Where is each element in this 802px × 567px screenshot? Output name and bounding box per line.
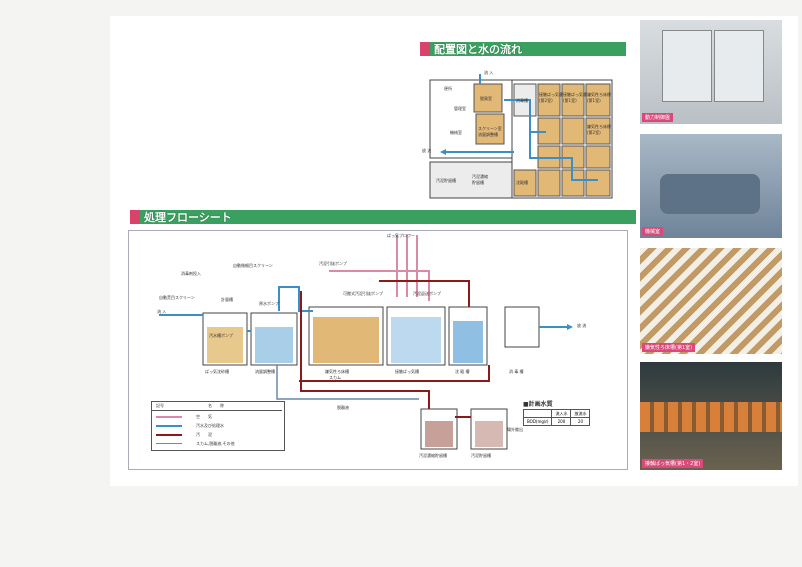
sludge-storage-tank-label: 汚泥貯留槽 — [471, 453, 491, 458]
flow-legend: 記号 名 称 空 気 汚水及び処理水 汚 泥 スカム,脱離液,その他 — [151, 401, 285, 451]
control-panel-icon — [714, 30, 764, 102]
table-cell: 200 — [551, 417, 572, 426]
table-cell: BOD(mg/ℓ) — [522, 417, 553, 426]
flow-discharge-label: 放 流 — [577, 323, 587, 328]
screen-basin-label: スクリーン室 流量調整槽 — [478, 126, 502, 137]
photo-control-panel: 動力制御盤 — [640, 20, 782, 124]
photo-caption: 接触ばっ気槽(第1・2室) — [642, 459, 704, 468]
equalization-pump-label: 原水ポンプ — [259, 301, 279, 306]
drain-pump-label: 汚水槽ポンプ — [209, 333, 233, 338]
sludge-storage-label: 汚泥貯留槽 — [436, 178, 456, 183]
flow-diagram-svg — [159, 235, 573, 450]
sludge-thickening-tank-label: 汚泥濃縮貯留槽 — [419, 453, 447, 458]
legend-water-label: 汚水及び処理水 — [196, 423, 224, 428]
disinfection-tank-flow-label: 消 毒 槽 — [509, 369, 524, 374]
removed-liquid-label: 脱離液 — [337, 405, 349, 410]
legend-sludge-label: 汚 泥 — [196, 432, 212, 437]
anaerobic-tank-label: 嫌気性ろ床槽 — [325, 369, 349, 374]
legend-header-symbol: 記号 — [156, 403, 164, 408]
table-cell: 20 — [570, 417, 591, 426]
legend-line-air — [156, 416, 182, 418]
legend-row: 汚 泥 — [156, 431, 276, 439]
water-quality-table: 流入水 放流水 BOD(mg/ℓ) 200 20 — [522, 409, 591, 426]
sedimentation-tank-label: 沈殿槽 — [516, 180, 528, 185]
layout-section-header: 配置図と水の流れ — [420, 42, 626, 56]
table-header-cell: 流入水 — [551, 409, 572, 418]
contact-aeration-tank-label: 接触ばっ気槽 — [395, 369, 419, 374]
deodorizing-room-label: 脱臭室 — [480, 96, 492, 101]
management-room-label: 管理室 — [454, 106, 466, 111]
anaerobic-filter-1-label: 嫌気性ろ床槽 (第1室) — [587, 92, 611, 103]
fine-screen-label: 自動荒目スクリーン — [159, 295, 195, 300]
photo-caption: 動力制御盤 — [642, 113, 674, 122]
blower-label: ばっ気ブロワー — [387, 233, 415, 238]
grit-tank-label: ばっ気沈砂槽 — [205, 369, 229, 374]
legend-row: スカム,脱離液,その他 — [156, 440, 276, 448]
aeration-pipes-icon — [640, 402, 782, 432]
flow-inflow-label: 流 入 — [157, 309, 167, 314]
scum-label: スカム — [329, 375, 341, 380]
sludge-thickening-label: 汚泥濃縮 貯留槽 — [472, 174, 488, 185]
photo-aeration-pipes: 接触ばっ気槽(第1・2室) — [640, 362, 782, 470]
legend-row: 汚水及び処理水 — [156, 422, 276, 430]
layout-diagram-svg — [429, 74, 613, 199]
control-panel-icon — [662, 30, 712, 102]
flow-section-header: 処理フローシート — [130, 210, 636, 224]
anaerobic-filter-2-label: 嫌気性ろ床槽 (第2室) — [587, 124, 611, 135]
settling-tank-label: 沈 殿 槽 — [455, 369, 470, 374]
legend-line-sludge — [156, 434, 182, 436]
legend-row: 空 気 — [156, 413, 276, 421]
legend-header-name: 名 称 — [208, 403, 224, 408]
flow-adjust-tank-label: 流量調整槽 — [255, 369, 275, 374]
disinfection-tank-label: 消毒槽 — [516, 98, 528, 103]
toilet-label: 便所 — [444, 86, 452, 91]
return-pump-label: 可搬式汚泥引抜ポンプ — [343, 291, 383, 296]
layout-section-title: 配置図と水の流れ — [434, 43, 522, 56]
measuring-tank-label: 計量槽 — [221, 297, 233, 302]
legend-line-other — [156, 443, 182, 444]
machine-room-label: 機械室 — [450, 130, 462, 135]
layout-inflow-label: 流 入 — [484, 70, 494, 75]
layout-discharge-label: 放 流 — [422, 148, 432, 153]
table-header-cell: 放流水 — [570, 409, 591, 418]
table-header-cell — [522, 409, 553, 418]
table-row: 流入水 放流水 — [522, 409, 591, 418]
table-row: BOD(mg/ℓ) 200 20 — [522, 417, 591, 426]
legend-air-label: 空 気 — [196, 414, 212, 419]
disinfection-dosing-label: 消毒剤投入 — [181, 271, 201, 276]
photo-caption: 嫌気性ろ床槽(第1室) — [642, 343, 696, 352]
photo-filter-media: 嫌気性ろ床槽(第1室) — [640, 248, 782, 354]
photo-machine-room: 機械室 — [640, 134, 782, 238]
photo-caption: 機械室 — [642, 227, 664, 236]
sludge-pump-label: 汚泥引抜ポンプ — [319, 261, 347, 266]
auto-screen-label: 自動微細目スクリーン — [233, 263, 273, 268]
flow-diagram-panel: 流 入 放 流 ばっ気ブロワー 自動微細目スクリーン 自動荒目スクリーン 汚泥引… — [128, 230, 628, 470]
outside-drain-label: 場外搬出 — [507, 427, 523, 432]
sludge-return-label: 汚泥返送ポンプ — [413, 291, 441, 296]
machine-room-icon — [660, 174, 760, 214]
flow-section-title: 処理フローシート — [144, 211, 232, 224]
aerobic-contact-2-label: 接触ばっ気槽 (第2室) — [539, 92, 563, 103]
aerobic-contact-1-label: 接触ばっ気槽 (第1室) — [563, 92, 587, 103]
layout-diagram: 流 入 放 流 管理室 機械室 脱臭室 スクリーン室 流量調整槽 消毒槽 沈殿槽… — [420, 62, 616, 202]
legend-other-label: スカム,脱離液,その他 — [196, 441, 235, 446]
water-quality-title: ■計画水質 — [523, 401, 553, 408]
legend-line-water — [156, 425, 182, 427]
